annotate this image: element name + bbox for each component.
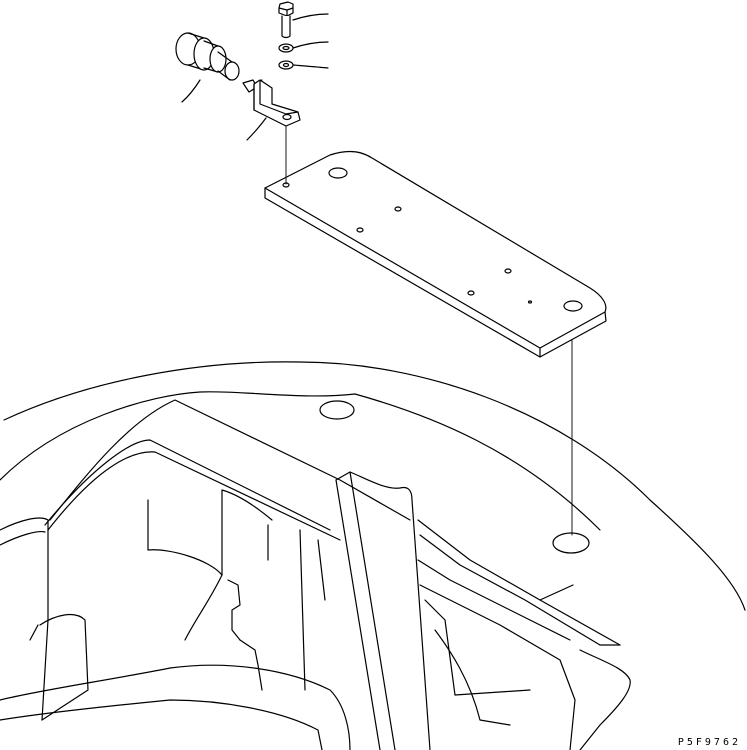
- leader-lamp-socket: [181, 79, 201, 103]
- flat-washer: [278, 60, 294, 70]
- assembly-lines: [285, 117, 573, 536]
- body-structure: [0, 361, 746, 750]
- spring-washer: [278, 43, 294, 53]
- mounting-bracket: [253, 79, 301, 127]
- leader-lines: [181, 13, 329, 141]
- leader-flat-washer: [292, 64, 329, 69]
- leader-bracket: [246, 117, 267, 141]
- mounting-plate: [264, 151, 607, 358]
- bolt: [278, 1, 294, 39]
- lamp-socket: [175, 32, 263, 93]
- leader-bolt: [292, 13, 329, 21]
- drawing-code: P5F9762: [677, 737, 741, 748]
- leader-spring-washer: [292, 41, 329, 49]
